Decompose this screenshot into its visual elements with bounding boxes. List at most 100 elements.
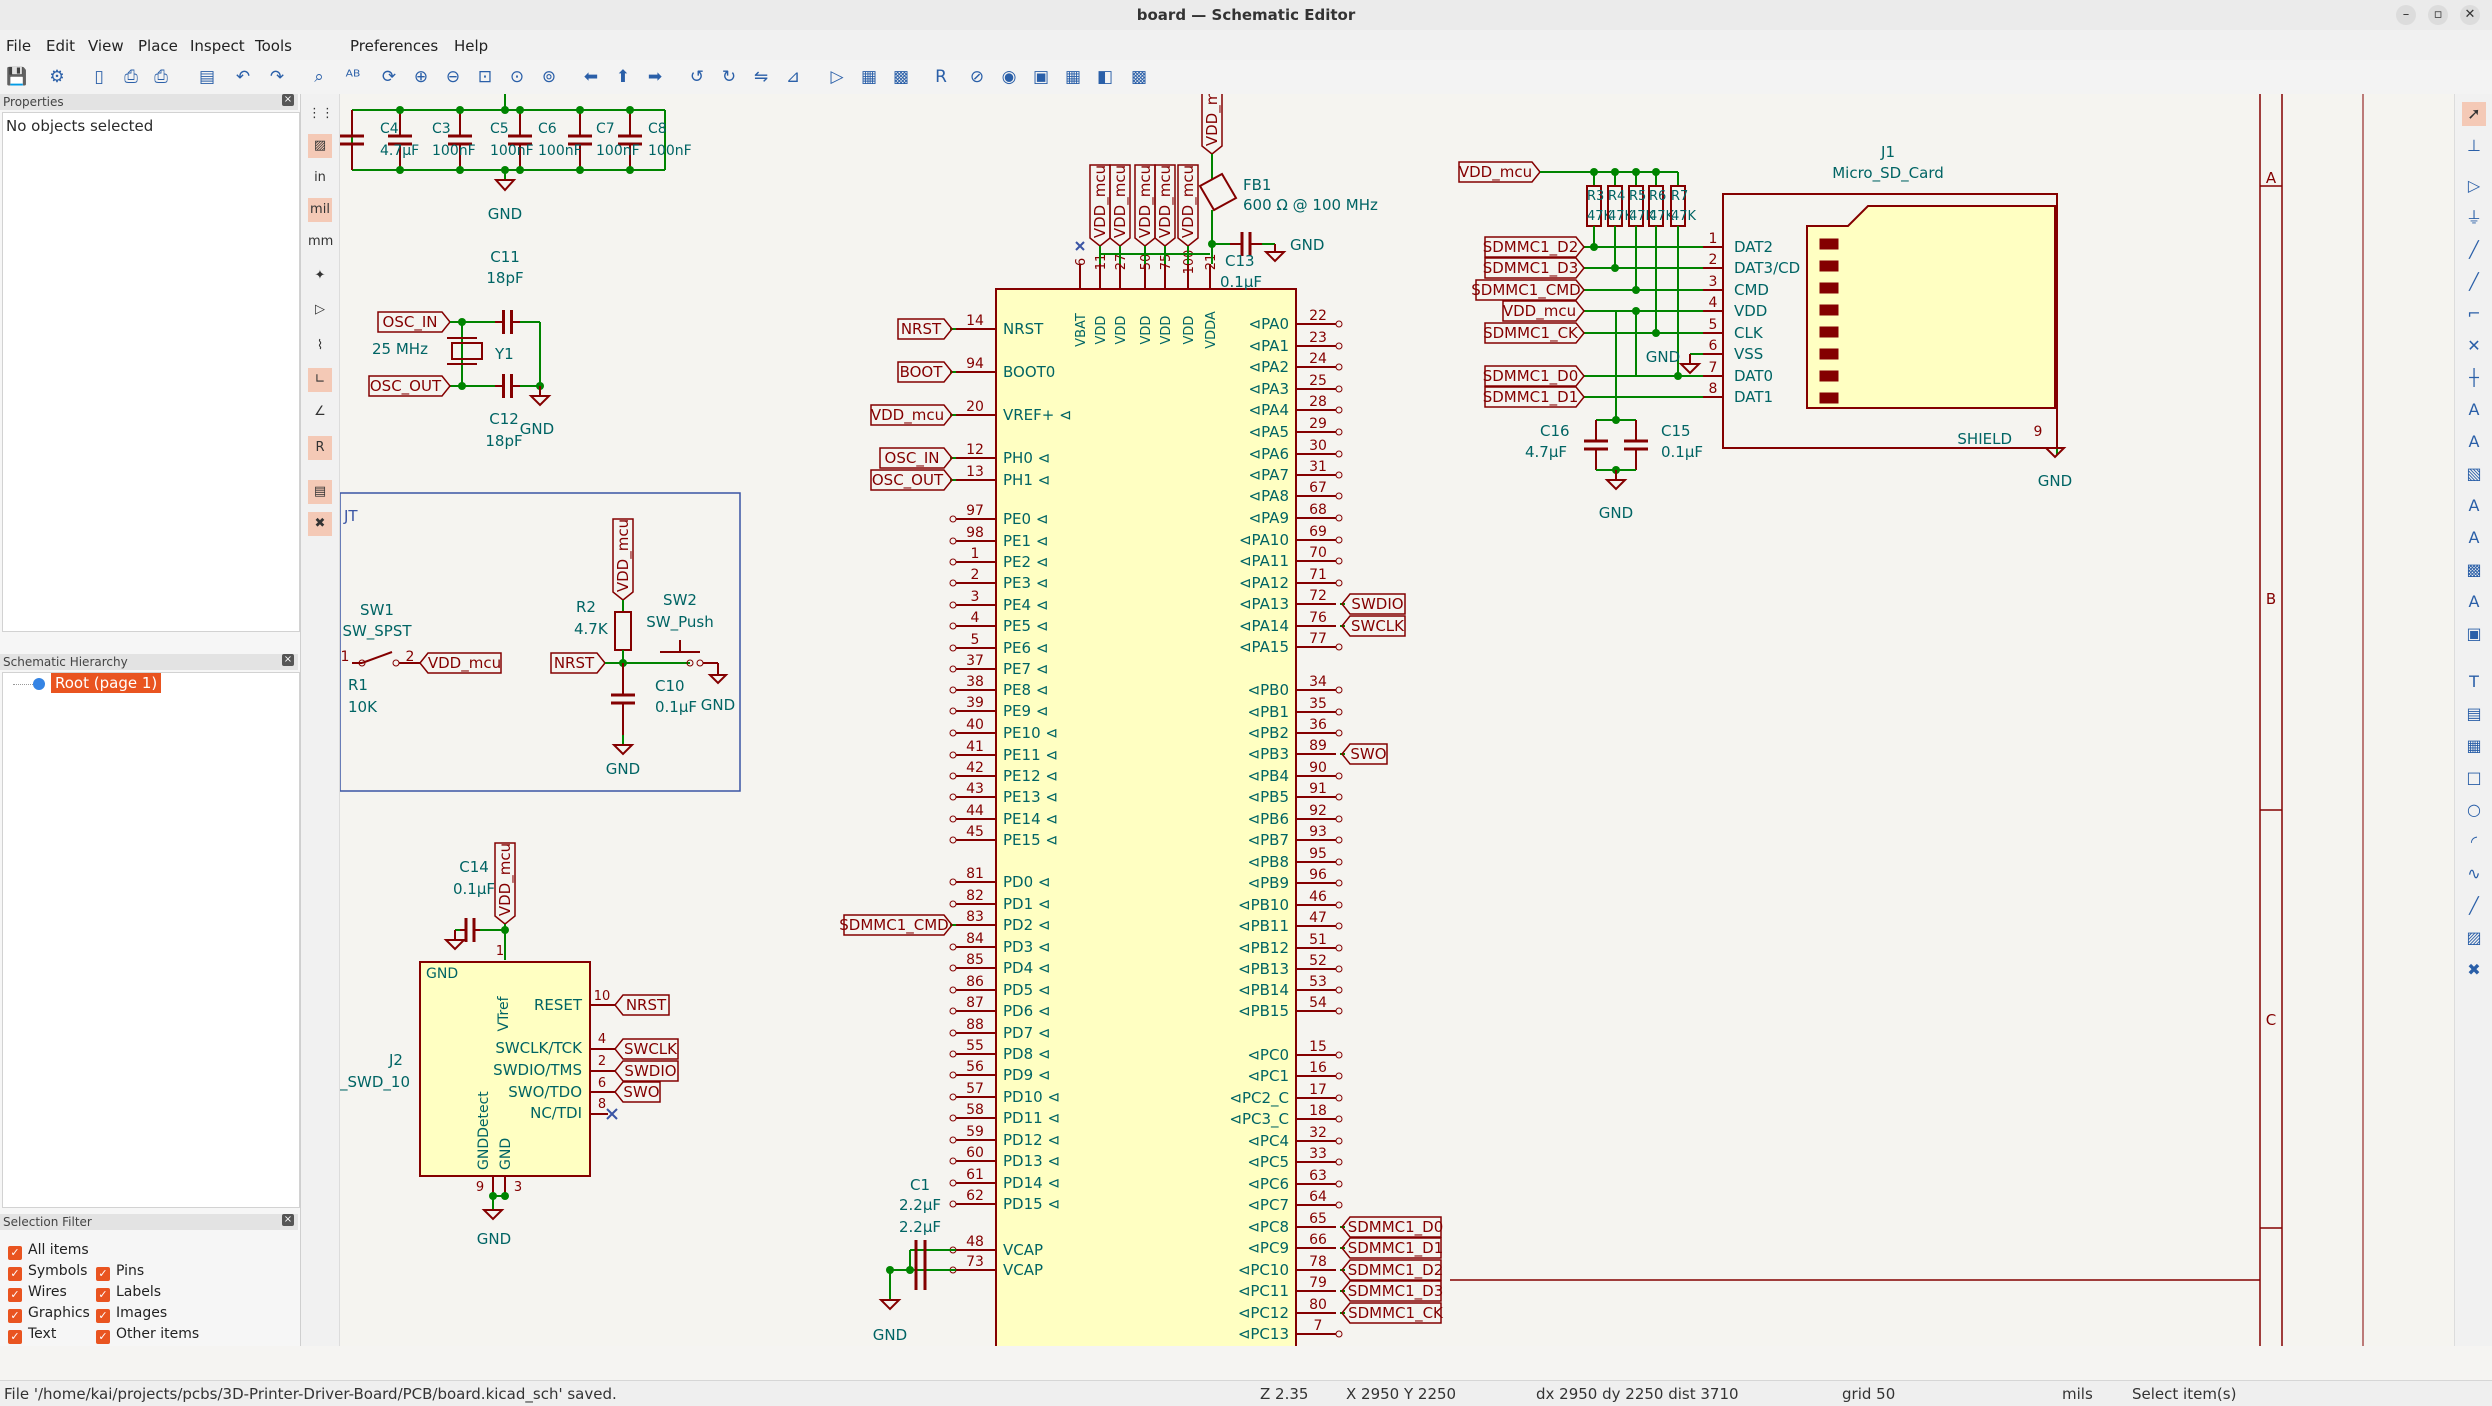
find-replace-icon[interactable]: ᴬᴮ [345,67,361,87]
filter-other-items[interactable]: ✓Other items [96,1326,199,1344]
pin-type-icon[interactable]: ▷ [315,302,325,317]
filter-wires[interactable]: ✓Wires [8,1284,67,1302]
zoom-objects-icon[interactable]: ⊙ [509,67,525,87]
redo-icon[interactable]: ↷ [269,67,285,87]
checkbox-icon[interactable]: ✓ [96,1309,110,1323]
annotate-icon[interactable]: ▩ [892,67,910,87]
checkbox-icon[interactable]: ✓ [96,1267,110,1281]
filter-labels[interactable]: ✓Labels [96,1284,161,1302]
save-icon[interactable]: 💾 [6,67,28,87]
mirror-h-icon[interactable]: ⊿ [785,67,801,87]
net-label-icon[interactable]: A [2468,400,2480,419]
textbox-icon[interactable]: ▤ [2466,704,2482,723]
hidden-pins-icon[interactable]: ⌇ [316,338,324,353]
maximize-icon[interactable]: ▫ [2428,5,2448,25]
filter-pins[interactable]: ✓Pins [96,1263,144,1281]
navigate-back-icon[interactable]: ⬅ [583,67,599,87]
rectangle-icon[interactable]: □ [2466,768,2482,787]
line-icon[interactable]: ╱ [2469,896,2479,915]
add-power-icon[interactable]: ⏚ [2465,208,2482,227]
checkbox-icon[interactable]: ✓ [8,1288,22,1302]
select-icon[interactable]: ➚ [2462,102,2486,126]
grid-icon[interactable]: ⋮⋮ [308,106,334,121]
global-label-icon[interactable]: A [2468,432,2480,451]
paste-icon[interactable]: ▤ [198,67,216,87]
menu-tools[interactable]: Tools [255,37,292,55]
checkbox-icon[interactable]: ✓ [96,1330,110,1344]
directive-label-icon[interactable]: A [2468,528,2480,547]
menu-view[interactable]: View [88,37,124,55]
assign-footprints-icon[interactable]: ▣ [1032,67,1050,87]
free-angle-icon[interactable]: ∠ [314,404,326,419]
annotation-icon[interactable]: R [308,436,332,460]
hierarchy-root-item[interactable]: Root (page 1) [51,673,162,693]
menu-preferences[interactable]: Preferences [350,37,439,55]
checkbox-icon[interactable]: ✓ [8,1309,22,1323]
filter-all-items[interactable]: ✓All items [8,1242,89,1260]
pcb-editor-icon[interactable]: ▩ [1130,67,1148,87]
highlight-net-icon[interactable]: ⊥ [2467,136,2481,155]
millimeters-icon[interactable]: mm [308,234,334,249]
schematic-setup-icon[interactable]: ⚙ [49,67,65,87]
zoom-selection-icon[interactable]: ⊚ [541,67,557,87]
checkbox-icon[interactable]: ✓ [8,1267,22,1281]
image-icon[interactable]: ▨ [2466,928,2482,947]
rotate-cw-icon[interactable]: ↻ [721,67,737,87]
sheet-pin-icon[interactable]: A [2468,496,2480,515]
junction-icon[interactable]: ┼ [2469,368,2479,387]
undo-icon[interactable]: ↶ [235,67,251,87]
netlist-icon[interactable]: ◉ [1001,67,1017,87]
table-icon[interactable]: ▦ [1064,67,1082,87]
navigate-forward-icon[interactable]: ➡ [647,67,663,87]
filter-text[interactable]: ✓Text [8,1326,56,1344]
circle-icon[interactable]: ○ [2467,800,2481,819]
close-panel-icon[interactable]: × [282,94,294,106]
mils-icon[interactable]: mil [308,198,332,222]
bus-entry-icon[interactable]: ⌐ [2467,304,2481,323]
checkbox-icon[interactable]: ✓ [8,1246,22,1260]
hier-pin-icon[interactable]: ▣ [2466,624,2482,643]
text-icon[interactable]: T [2469,672,2479,691]
minimize-icon[interactable]: – [2396,5,2416,25]
page-settings-icon[interactable]: ▯ [94,67,104,87]
delete-icon[interactable]: ✖ [2467,960,2481,979]
properties-panel-icon[interactable]: ▤ [308,480,332,504]
zoom-out-icon[interactable]: ⊖ [445,67,461,87]
menu-inspect[interactable]: Inspect [190,37,245,55]
print-icon[interactable]: ⎙ [124,67,138,87]
hierarchy-icon[interactable]: ✖ [308,512,332,536]
add-symbol-icon[interactable]: ▷ [2467,176,2481,195]
hier-label-icon[interactable]: ▧ [2466,464,2482,483]
bom-icon[interactable]: ⊘ [969,67,985,87]
table-tool-icon[interactable]: ▦ [2466,736,2482,755]
arc-icon[interactable]: ◜ [2470,832,2478,851]
erc-icon[interactable]: R [935,67,947,87]
add-bus-icon[interactable]: ╱ [2469,272,2479,291]
close-panel-icon[interactable]: × [282,1214,294,1226]
add-wire-icon[interactable]: ╱ [2469,240,2479,259]
symbol-editor-icon[interactable]: ▷ [830,67,844,87]
zoom-in-icon[interactable]: ⊕ [413,67,429,87]
bezier-icon[interactable]: ∿ [2467,864,2481,883]
menu-edit[interactable]: Edit [46,37,76,55]
hier-sheet-icon[interactable]: A [2468,592,2480,611]
close-icon[interactable]: ✕ [2460,5,2480,25]
mirror-v-icon[interactable]: ⇋ [753,67,769,87]
cursor-icon[interactable]: ✦ [314,268,326,283]
menu-help[interactable]: Help [454,37,489,55]
wire-angle-icon[interactable]: ∟ [308,368,332,392]
checkbox-icon[interactable]: ✓ [96,1288,110,1302]
filter-graphics[interactable]: ✓Graphics [8,1305,90,1323]
find-icon[interactable]: ⌕ [314,67,324,87]
no-connect-icon[interactable]: ✕ [2467,336,2481,355]
menu-place[interactable]: Place [138,37,178,55]
navigate-up-icon[interactable]: ⬆ [615,67,631,87]
close-panel-icon[interactable]: × [282,654,294,666]
import-sheet-icon[interactable]: ▩ [2466,560,2482,579]
filter-images[interactable]: ✓Images [96,1305,167,1323]
rotate-ccw-icon[interactable]: ↺ [689,67,705,87]
refresh-icon[interactable]: ⟳ [381,67,397,87]
filter-symbols[interactable]: ✓Symbols [8,1263,87,1281]
